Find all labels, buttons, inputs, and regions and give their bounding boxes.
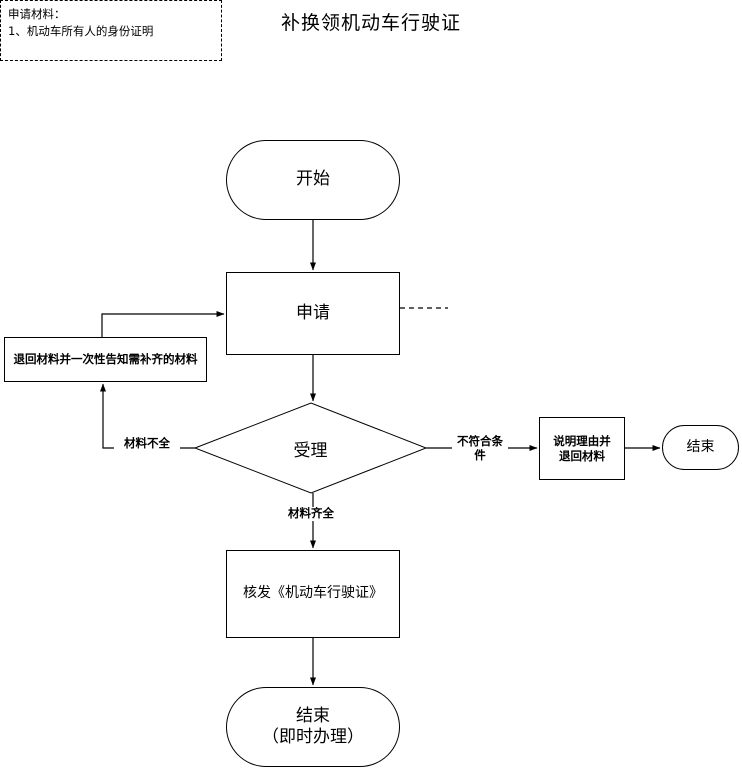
node-return-materials[interactable]: 退回材料并一次性告知需补齐的材料 bbox=[4, 337, 207, 382]
node-issue-license[interactable]: 核发《机动车行驶证》 bbox=[226, 550, 400, 638]
node-explain-line-2: 退回材料 bbox=[559, 448, 605, 463]
note-line-1: 申请材料： bbox=[8, 7, 66, 21]
node-explain-line-1: 说明理由并 bbox=[553, 434, 611, 449]
note-required-materials: 申请材料： 1、机动车所有人的身份证明 bbox=[0, 0, 222, 61]
edge-label-complete: 材料齐全 bbox=[278, 506, 344, 521]
node-explain-and-return[interactable]: 说明理由并 退回材料 bbox=[539, 417, 625, 480]
node-end-right-label: 结束 bbox=[686, 438, 715, 455]
node-issue-license-label: 核发《机动车行驶证》 bbox=[243, 585, 383, 602]
node-end-bottom-line-1: 结束 bbox=[296, 705, 330, 726]
node-end-bottom-line-2: （即时办理） bbox=[262, 727, 364, 747]
node-end-right[interactable]: 结束 bbox=[662, 425, 739, 470]
edge-label-incomplete: 材料不全 bbox=[114, 436, 180, 451]
node-end-bottom[interactable]: 结束 （即时办理） bbox=[226, 687, 400, 767]
edge-return-to-apply bbox=[101, 311, 225, 337]
node-apply-label: 申请 bbox=[296, 302, 330, 323]
note-line-2: 1、机动车所有人的身份证明 bbox=[8, 23, 154, 38]
node-start[interactable]: 开始 bbox=[226, 140, 400, 220]
node-accept-label: 受理 bbox=[293, 440, 328, 461]
node-return-materials-label: 退回材料并一次性告知需补齐的材料 bbox=[13, 352, 198, 367]
node-accept[interactable]: 受理 bbox=[195, 403, 426, 493]
node-start-label: 开始 bbox=[296, 169, 330, 190]
edge-label-not-qualified: 不符合条 件 bbox=[452, 434, 508, 463]
page-title: 补换领机动车行驶证 bbox=[280, 12, 461, 34]
node-apply[interactable]: 申请 bbox=[226, 272, 400, 355]
